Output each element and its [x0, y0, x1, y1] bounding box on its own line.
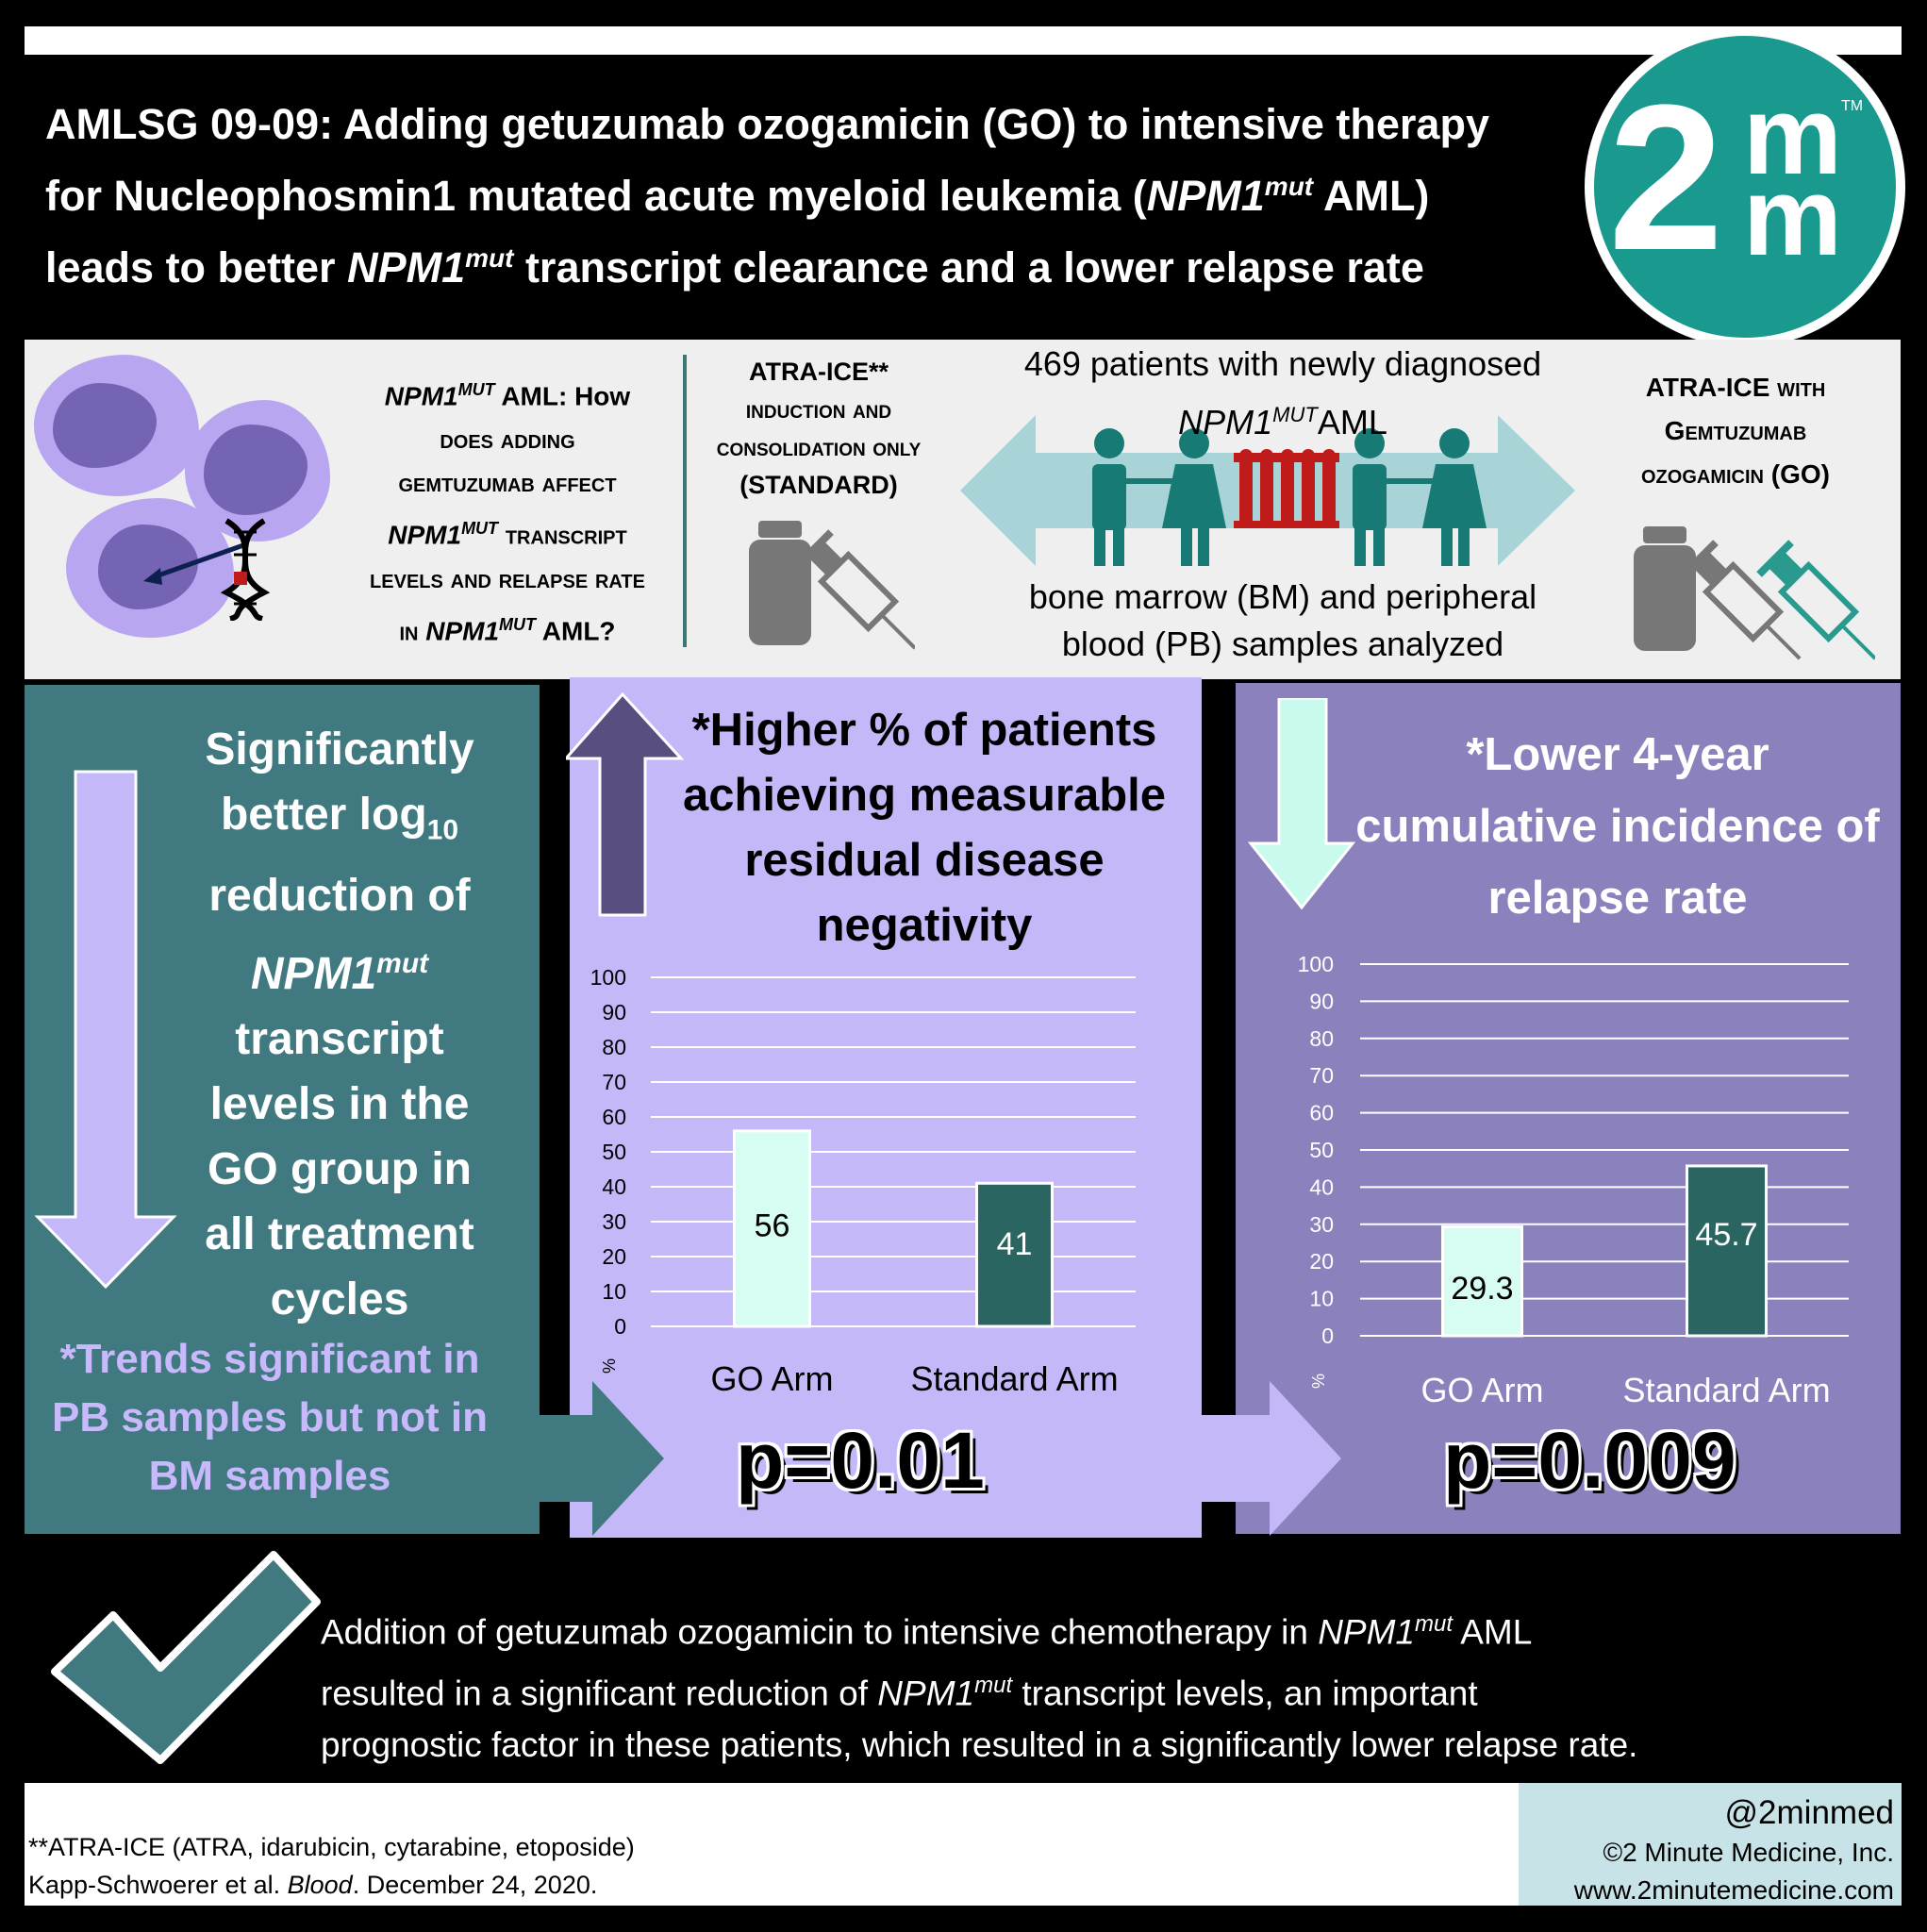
y-tick-label: 80 — [1309, 1026, 1334, 1051]
bar — [1686, 1164, 1768, 1338]
footer-area — [25, 1783, 1519, 1906]
footnote: **ATRA-ICE (ATRA, idarubicin, cytarabine… — [28, 1833, 635, 1899]
logo-trademark: TM — [1841, 98, 1864, 114]
y-axis-label: % — [1309, 1374, 1328, 1389]
study-question: NPM1MUT AML: How does adding gemtuzumab … — [370, 380, 645, 645]
relapse-panel — [1236, 683, 1901, 1534]
mrd-p-value: p=0.01 — [736, 1416, 985, 1505]
y-tick-label: 0 — [614, 1314, 626, 1339]
cell-icon — [185, 400, 330, 541]
y-tick-label: 100 — [590, 965, 626, 990]
y-tick-label: 30 — [1309, 1212, 1334, 1237]
copyright: ©2 Minute Medicine, Inc. — [1603, 1838, 1894, 1867]
divider — [683, 355, 687, 647]
patients-double-arrow-icon — [960, 415, 1575, 566]
logo-letter-bottom: m — [1743, 155, 1842, 279]
checkmark-icon — [51, 1551, 321, 1764]
cell-icon — [34, 355, 199, 496]
y-tick-label: 60 — [1309, 1101, 1334, 1125]
y-tick-label: 60 — [602, 1105, 626, 1129]
data-label: 29.3 — [1451, 1271, 1513, 1307]
y-tick-label: 30 — [602, 1209, 626, 1234]
dna-arrow-icon — [143, 518, 271, 621]
data-label: 45.7 — [1695, 1217, 1757, 1253]
y-tick-label: 10 — [602, 1279, 626, 1304]
y-tick-label: 10 — [1309, 1287, 1334, 1311]
conclusion-text: Addition of getuzumab ozogamicin to inte… — [321, 1611, 1638, 1764]
y-tick-label: 70 — [1309, 1063, 1334, 1088]
go-arm-label: ATRA-ICE with Gemtuzumab ozogamicin (GO) — [1641, 373, 1830, 489]
bar — [1441, 1225, 1523, 1338]
y-tick-label: 20 — [1309, 1249, 1334, 1274]
patients-label: 469 patients with newly diagnosed NPM1MU… — [1023, 344, 1542, 441]
transcript-finding: Significantly better log10 reduction of … — [205, 724, 474, 1324]
down-arrow-icon — [34, 770, 177, 1290]
social-handle: @2minmed — [1724, 1794, 1894, 1831]
brand-footer-box — [1519, 1783, 1902, 1906]
brand-credits: @2minmed ©2 Minute Medicine, Inc. www.2m… — [1519, 1792, 1894, 1909]
relapse-bar-chart: 0 10 20 30 40 50 60 70 80 90 100% 29.3 GO Arm 45.7Sta… — [1298, 953, 1849, 1409]
study-overview-strip — [25, 340, 1901, 679]
y-tick-label: 50 — [602, 1140, 626, 1164]
top-strip — [25, 26, 1902, 55]
y-tick-label: 90 — [1309, 989, 1334, 1013]
y-tick-label: 40 — [1309, 1174, 1334, 1199]
x-category-label: Standard Arm — [910, 1359, 1118, 1398]
relapse-p-value: p=0.009 — [1443, 1416, 1736, 1505]
y-axis-label: % — [600, 1358, 619, 1374]
bar — [975, 1181, 1054, 1328]
standard-arm-label: ATRA-ICE** induction and consolidation o… — [716, 358, 922, 499]
y-tick-label: 20 — [602, 1244, 626, 1269]
y-tick-label: 70 — [602, 1070, 626, 1094]
y-tick-label: 0 — [1321, 1324, 1334, 1348]
x-category-label: GO Arm — [1420, 1371, 1543, 1409]
right-arrow-icon — [1202, 1381, 1341, 1536]
up-arrow-icon — [566, 691, 685, 917]
page-title: AMLSG 09-09: Adding getuzumab ozogamicin… — [45, 100, 1489, 291]
x-category-label: Standard Arm — [1622, 1371, 1830, 1409]
down-arrow-icon — [1247, 698, 1356, 909]
y-tick-label: 100 — [1298, 953, 1334, 976]
bar — [733, 1129, 811, 1328]
vial-two-syringes-icon — [1634, 526, 1875, 660]
y-tick-label: 50 — [1309, 1138, 1334, 1162]
vial-syringe-icon — [749, 521, 915, 650]
mrd-panel — [570, 677, 1202, 1538]
conclusion-box — [100, 1564, 1807, 1779]
y-tick-label: 90 — [602, 1000, 626, 1024]
samples-label: bone marrow (BM) and peripheral blood (P… — [1028, 577, 1537, 663]
trend-note: *Trends significant in PB samples but no… — [51, 1336, 489, 1499]
relapse-finding: *Lower 4-year cumulative incidence of re… — [1355, 729, 1880, 924]
logo-digit: 2 — [1608, 61, 1724, 293]
data-label: 41 — [997, 1226, 1033, 1262]
website-link[interactable]: www.2minutemedicine.com — [1573, 1875, 1894, 1905]
y-tick-label: 40 — [602, 1174, 626, 1199]
mrd-bar-chart: 0 10 20 30 40 50 60 70 80 90 100% 56 GO Arm 41Standar… — [590, 965, 1136, 1398]
data-label: 56 — [755, 1208, 790, 1243]
mrd-finding: *Higher % of patients achieving measurab… — [682, 705, 1166, 951]
y-tick-label: 80 — [602, 1035, 626, 1059]
brand-logo — [1585, 26, 1905, 347]
right-arrow-icon — [524, 1381, 664, 1536]
logo-letter-top: m — [1743, 74, 1842, 198]
x-category-label: GO Arm — [710, 1359, 833, 1398]
